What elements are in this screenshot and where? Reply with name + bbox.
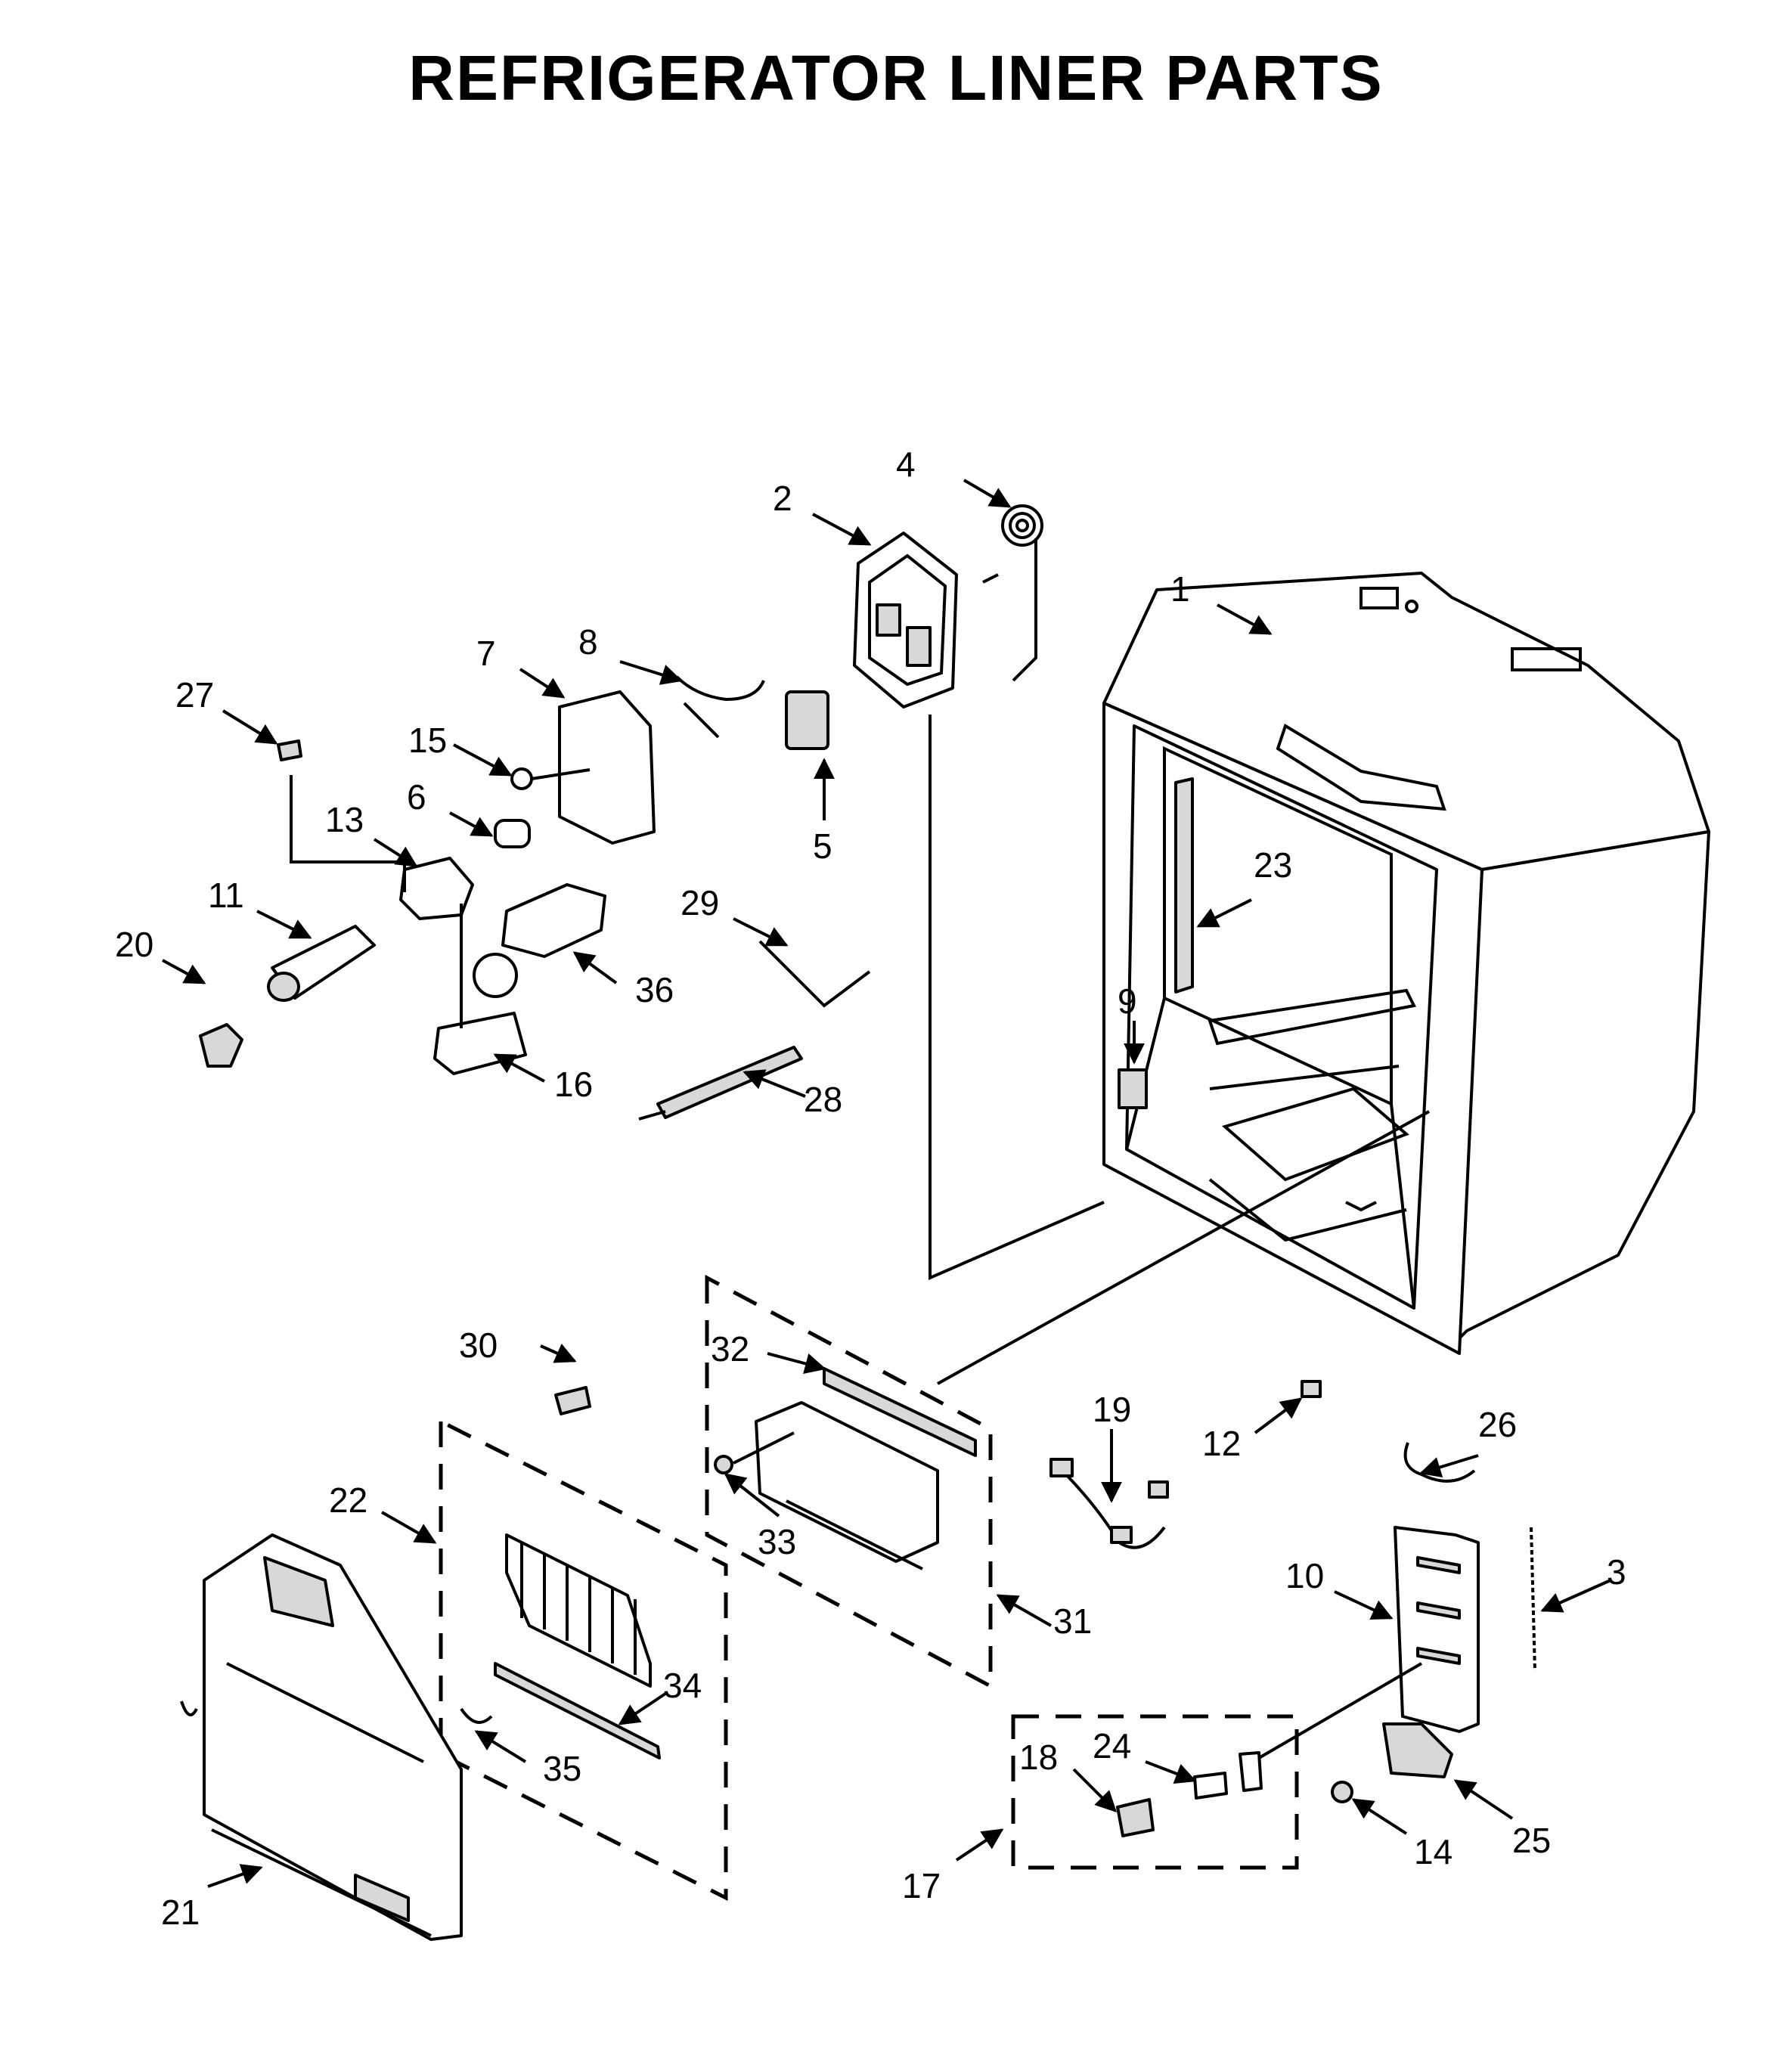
callout-26: 26 [1478, 1405, 1517, 1444]
callout-25: 25 [1512, 1821, 1551, 1860]
callout-22: 22 [329, 1480, 367, 1520]
callout-14: 14 [1414, 1832, 1453, 1871]
callout-12: 12 [1202, 1424, 1241, 1463]
callout-9: 9 [1118, 981, 1137, 1021]
callout-32: 32 [711, 1329, 749, 1369]
callout-20: 20 [115, 925, 153, 964]
callout-23: 23 [1254, 845, 1292, 885]
page-title: REFRIGERATOR LINER PARTS [408, 42, 1384, 113]
callout-19: 19 [1093, 1390, 1131, 1429]
leader-line-31 [937, 1110, 1430, 1385]
callout-30: 30 [459, 1325, 498, 1365]
strip-part-3 [1530, 1527, 1536, 1672]
callout-27: 27 [175, 675, 214, 715]
filter-part-11 [267, 925, 376, 1002]
callout-13: 13 [325, 800, 364, 839]
callout-3: 3 [1607, 1552, 1626, 1592]
cover-part-36 [501, 883, 606, 958]
housing-part-25 [1382, 1722, 1453, 1778]
housing-part-13 [290, 775, 474, 920]
leader-line-2 [929, 715, 1105, 1281]
callout-1: 1 [1170, 569, 1190, 609]
callout-10: 10 [1285, 1556, 1324, 1595]
panel-part-10 [1394, 1526, 1480, 1733]
callout-2: 2 [773, 479, 792, 518]
callout-31: 31 [1053, 1601, 1092, 1641]
callout-7: 7 [476, 634, 496, 673]
cover-part-7 [558, 690, 656, 845]
callout-33: 33 [758, 1522, 796, 1561]
wire-part-26 [1403, 1442, 1476, 1483]
callout-16: 16 [554, 1065, 593, 1104]
callout-29: 29 [681, 883, 719, 922]
callout-18: 18 [1019, 1738, 1058, 1777]
fitting-part-6 [494, 819, 531, 848]
callout-5: 5 [813, 826, 832, 866]
callout-24: 24 [1093, 1726, 1131, 1766]
pad-part-30 [554, 1386, 591, 1415]
callout-11: 11 [208, 876, 244, 915]
heater-part-28 [638, 1046, 803, 1121]
panel-part-21 [180, 1533, 463, 1941]
wire-part-29 [758, 940, 871, 1008]
callout-4: 4 [896, 445, 916, 484]
callout-36: 36 [635, 970, 674, 1009]
screw-part-15 [510, 767, 591, 790]
callout-6: 6 [407, 777, 426, 817]
callout-labels: 1 2 3 4 5 6 7 8 9 10 11 12 13 14 15 16 1… [115, 445, 1626, 1932]
callout-15: 15 [408, 721, 447, 760]
wire-part-8 [675, 675, 765, 739]
callout-35: 35 [543, 1749, 581, 1788]
callout-28: 28 [804, 1080, 842, 1119]
kit-part-17 [1011, 1662, 1423, 1870]
coil-part-4 [982, 504, 1043, 682]
cap-part-20 [199, 1023, 243, 1068]
clip-part-12 [1301, 1380, 1322, 1398]
callout-34: 34 [663, 1666, 702, 1705]
control-housing-part-2 [853, 532, 958, 708]
callout-21: 21 [161, 1893, 200, 1932]
screw-part-27 [277, 739, 302, 761]
component-part-5 [785, 690, 829, 750]
liner-part-1 [1102, 572, 1710, 1355]
harness-part-19 [1049, 1458, 1169, 1549]
callout-8: 8 [578, 622, 598, 662]
leader-arrows [162, 479, 1611, 1888]
screw-part-14 [1331, 1781, 1353, 1803]
callout-17: 17 [902, 1866, 941, 1905]
assembly-part-31 [705, 1274, 993, 1690]
evaporator-part-22 [439, 1418, 728, 1902]
